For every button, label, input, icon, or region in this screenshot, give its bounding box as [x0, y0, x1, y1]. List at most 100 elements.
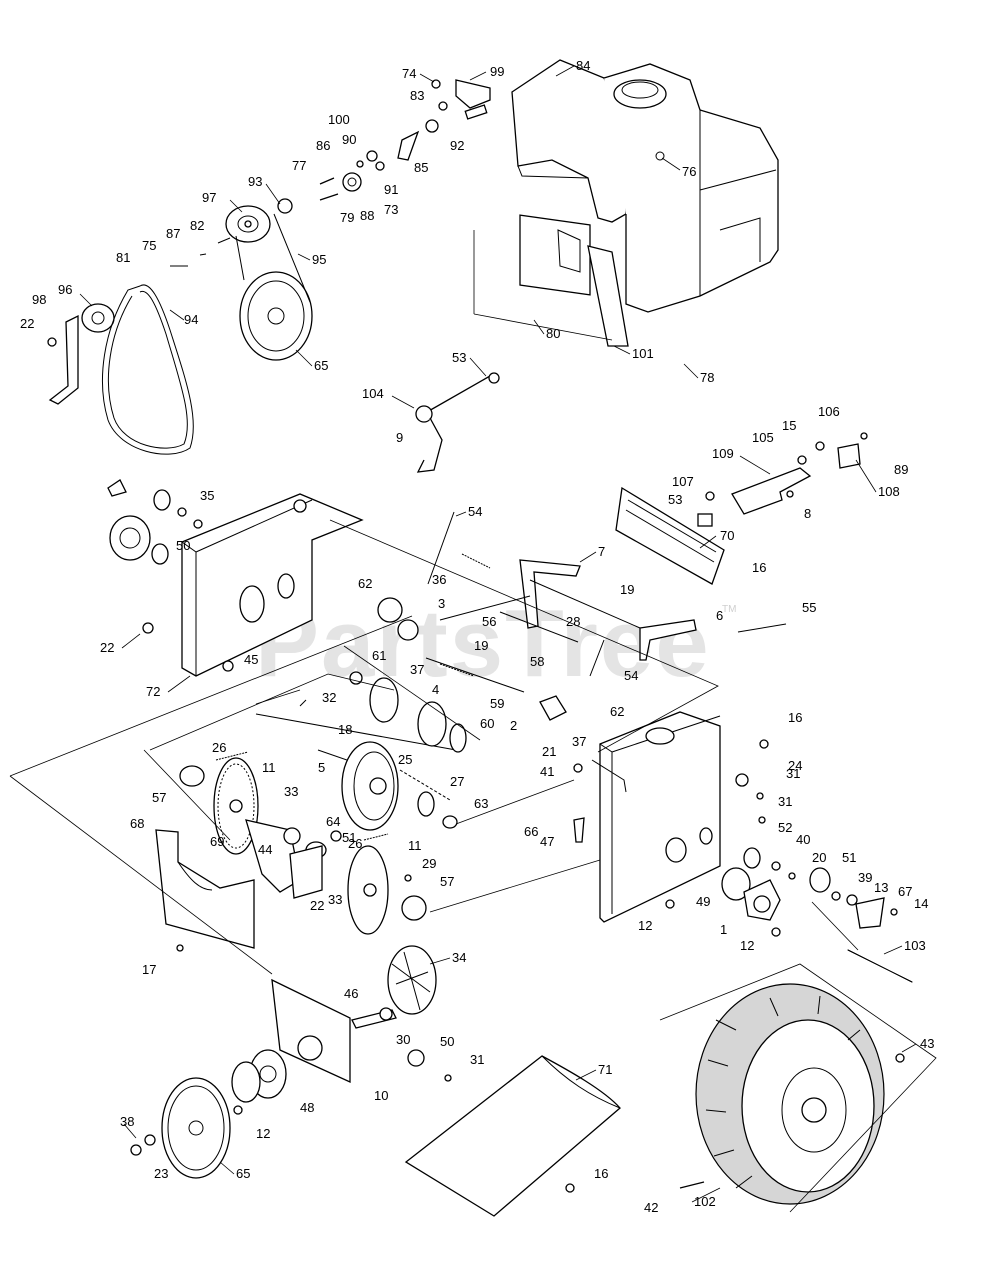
callout-82: 82 — [190, 218, 204, 233]
callout-26a: 26 — [212, 740, 226, 755]
callout-75: 75 — [142, 238, 156, 253]
callout-53b: 53 — [668, 492, 682, 507]
callout-98: 98 — [32, 292, 46, 307]
callout-30: 30 — [396, 1032, 410, 1047]
callout-99: 99 — [490, 64, 504, 79]
callout-2: 2 — [510, 718, 517, 733]
auger-drive — [179, 677, 467, 935]
callout-31b: 31 — [778, 794, 792, 809]
callout-54a: 54 — [468, 504, 482, 519]
callout-87: 87 — [166, 226, 180, 241]
callout-54b: 54 — [624, 668, 638, 683]
callout-22c: 22 — [310, 898, 324, 913]
leader-lines — [79, 65, 917, 1203]
callout-95: 95 — [312, 252, 326, 267]
callout-70: 70 — [720, 528, 734, 543]
callout-51a: 51 — [342, 830, 356, 845]
housing-right — [573, 711, 913, 983]
callout-27: 27 — [450, 774, 464, 789]
callout-90: 90 — [342, 132, 356, 147]
callout-59: 59 — [490, 696, 504, 711]
callout-88: 88 — [360, 208, 374, 223]
callout-45: 45 — [244, 652, 258, 667]
callout-7: 7 — [598, 544, 605, 559]
callout-51b: 51 — [842, 850, 856, 865]
plate-70 — [615, 486, 725, 585]
callout-84: 84 — [576, 58, 590, 73]
shroud-71 — [404, 1055, 621, 1217]
callout-50b: 50 — [440, 1034, 454, 1049]
callout-81: 81 — [116, 250, 130, 265]
callout-24: 24 — [788, 758, 802, 773]
callout-93: 93 — [248, 174, 262, 189]
partstree-watermark: PartsTree — [255, 590, 711, 697]
callout-109: 109 — [712, 446, 734, 461]
callout-102: 102 — [694, 1194, 716, 1209]
callout-29: 29 — [422, 856, 436, 871]
callout-91: 91 — [384, 182, 398, 197]
callout-64: 64 — [326, 814, 340, 829]
callout-62a: 62 — [358, 576, 372, 591]
callout-42: 42 — [644, 1200, 658, 1215]
callout-28: 28 — [566, 614, 580, 629]
callout-33a: 33 — [284, 784, 298, 799]
callout-80: 80 — [546, 326, 560, 341]
callout-12c: 12 — [256, 1126, 270, 1141]
belt-pulley-assembly — [47, 205, 313, 455]
callout-60: 60 — [480, 716, 494, 731]
callout-76: 76 — [682, 164, 696, 179]
callout-34: 34 — [452, 950, 466, 965]
callout-67: 67 — [898, 884, 912, 899]
callout-50a: 50 — [176, 538, 190, 553]
callout-57a: 57 — [152, 790, 166, 805]
callout-108: 108 — [878, 484, 900, 499]
callout-37a: 37 — [410, 662, 424, 677]
callout-48: 48 — [300, 1100, 314, 1115]
callout-52: 52 — [778, 820, 792, 835]
callout-104: 104 — [362, 386, 384, 401]
callout-66: 66 — [524, 824, 538, 839]
callout-77: 77 — [292, 158, 306, 173]
callout-94: 94 — [184, 312, 198, 327]
callout-61: 61 — [372, 648, 386, 663]
callout-16b: 16 — [788, 710, 802, 725]
impeller-and-hub — [130, 945, 452, 1179]
callout-97: 97 — [202, 190, 216, 205]
callout-11b: 11 — [408, 838, 422, 853]
callout-86: 86 — [316, 138, 330, 153]
callout-73: 73 — [384, 202, 398, 217]
callout-13: 13 — [874, 880, 888, 895]
callout-105: 105 — [752, 430, 774, 445]
callout-44: 44 — [258, 842, 272, 857]
callout-15: 15 — [782, 418, 796, 433]
callout-55: 55 — [802, 600, 816, 615]
callout-16c: 16 — [594, 1166, 608, 1181]
callout-14: 14 — [914, 896, 928, 911]
callout-79: 79 — [340, 210, 354, 225]
callout-38: 38 — [120, 1114, 134, 1129]
callout-3: 3 — [438, 596, 445, 611]
callout-92: 92 — [450, 138, 464, 153]
callout-85: 85 — [414, 160, 428, 175]
wheel-tire-102 — [679, 983, 905, 1205]
callout-31c: 31 — [470, 1052, 484, 1067]
callout-23: 23 — [154, 1166, 168, 1181]
callout-17: 17 — [142, 962, 156, 977]
callout-22a: 22 — [20, 316, 34, 331]
callout-4: 4 — [432, 682, 439, 697]
callout-32: 32 — [322, 690, 336, 705]
callout-74: 74 — [402, 66, 416, 81]
callout-65b: 65 — [236, 1166, 250, 1181]
callout-36: 36 — [432, 572, 446, 587]
callout-31a: 31 — [786, 766, 800, 781]
callout-37b: 37 — [572, 734, 586, 749]
bracket-109 — [697, 432, 868, 527]
callout-18: 18 — [338, 722, 352, 737]
callout-46: 46 — [344, 986, 358, 1001]
callout-96: 96 — [58, 282, 72, 297]
callout-65a: 65 — [314, 358, 328, 373]
callout-35: 35 — [200, 488, 214, 503]
callout-106: 106 — [818, 404, 840, 419]
watermark-trademark: TM — [722, 604, 736, 615]
callout-71: 71 — [598, 1062, 612, 1077]
